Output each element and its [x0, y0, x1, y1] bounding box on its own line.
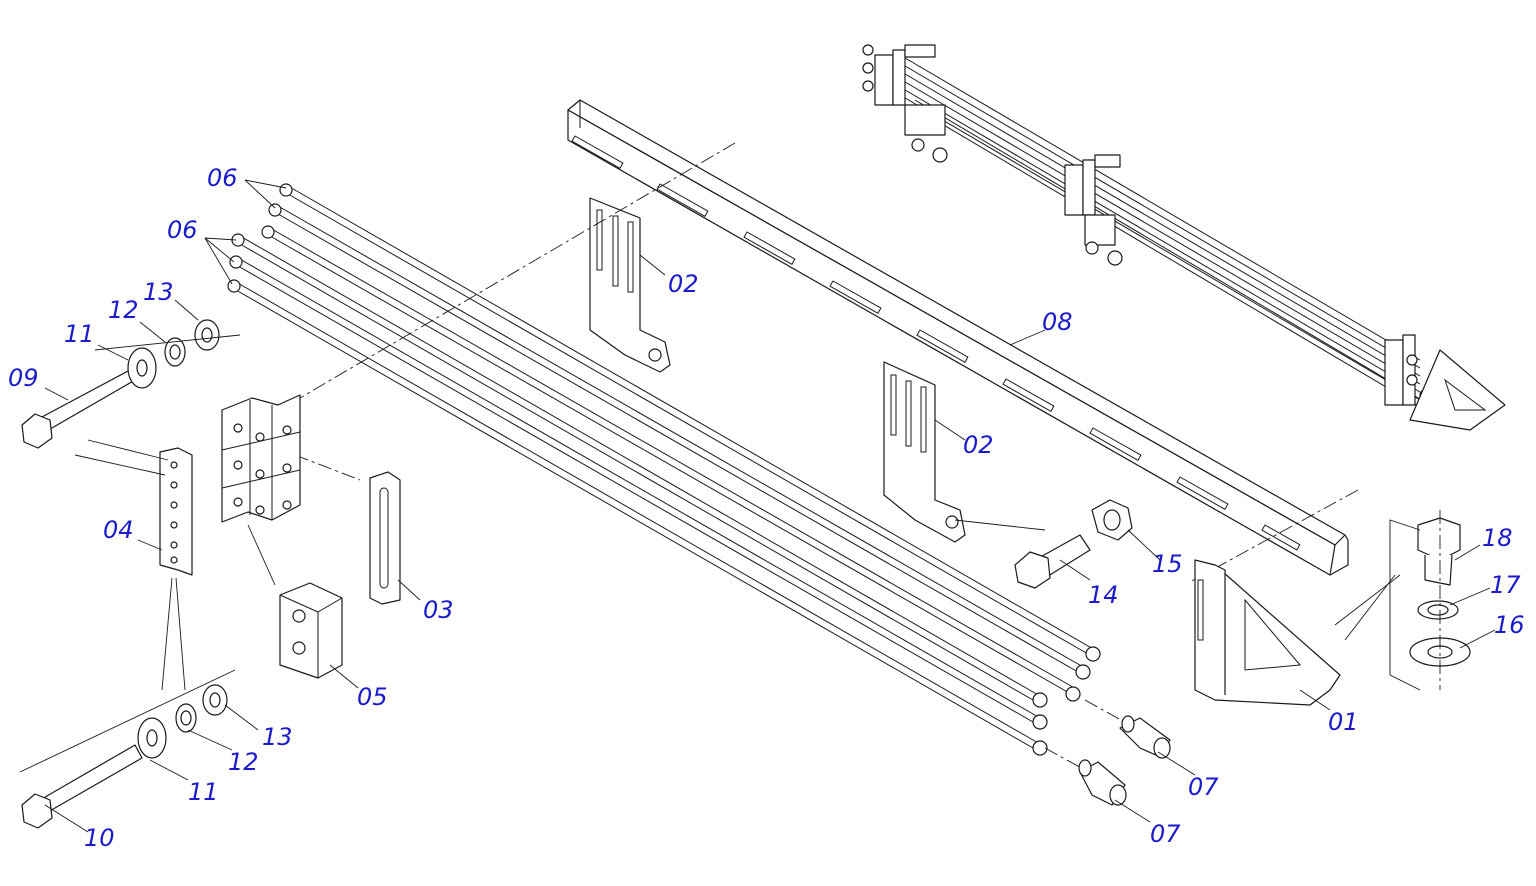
nut-13-lower	[202, 684, 228, 716]
callout-07-lower: 07	[1150, 820, 1181, 848]
callout-02-upper: 02	[668, 270, 699, 298]
pipe-set-06	[227, 183, 1101, 756]
tee-fitting-07-upper	[1119, 715, 1171, 759]
bolt-14	[1014, 534, 1091, 589]
leader-lines	[19, 179, 1496, 833]
callout-09: 09	[8, 364, 39, 392]
assembled-clamp-block-left	[862, 44, 948, 163]
callout-12-lower: 12	[228, 748, 259, 776]
callout-15: 15	[1152, 550, 1183, 578]
washer-11-lower	[137, 717, 167, 759]
pipe-end-fittings-right	[1032, 646, 1101, 756]
callout-18: 18	[1482, 524, 1513, 552]
bolt-18	[1417, 517, 1461, 586]
callout-07-upper: 07	[1188, 773, 1219, 801]
callout-13-upper: 13	[143, 278, 174, 306]
flat-bar-04	[159, 447, 193, 576]
callout-11-upper: 11	[64, 320, 95, 348]
assembled-clamp-block-middle	[1064, 154, 1123, 266]
clamp-block-05	[279, 582, 343, 679]
pipe-end-fittings-left	[227, 183, 293, 293]
callout-13-lower: 13	[262, 723, 293, 751]
assembled-end-bracket	[1384, 334, 1506, 431]
callout-02-lower: 02	[963, 431, 994, 459]
tee-fitting-07-lower	[1078, 759, 1127, 806]
corner-bracket-01	[1194, 559, 1341, 706]
callout-06-lower: 06	[167, 216, 198, 244]
slotted-strip-03	[369, 471, 401, 605]
callout-04: 04	[103, 516, 134, 544]
callout-06-upper: 06	[207, 164, 238, 192]
assembled-view	[862, 44, 1506, 431]
nut-15	[1091, 499, 1133, 541]
channel-rail-08	[567, 99, 1349, 576]
washer-11-upper	[127, 347, 157, 389]
lock-washer-17	[1417, 600, 1459, 620]
callout-14: 14	[1088, 581, 1119, 609]
callout-labels: 01 02 02 03 04 05 06 06 07 07 08 09 10 1…	[8, 164, 1525, 852]
callout-12-upper: 12	[108, 296, 139, 324]
mounting-bracket-02-lower	[883, 361, 966, 543]
washer-16	[1409, 637, 1471, 667]
callout-16: 16	[1494, 611, 1525, 639]
clamp-block-stack	[221, 394, 301, 523]
bolt-09	[21, 369, 136, 449]
callout-01: 01	[1328, 708, 1359, 736]
mounting-bracket-02-upper	[589, 197, 671, 373]
callout-03: 03	[423, 596, 454, 624]
callout-05: 05	[357, 683, 388, 711]
callout-17: 17	[1490, 571, 1521, 599]
callout-10: 10	[84, 824, 115, 852]
bolt-10	[21, 744, 143, 829]
nut-13-upper	[194, 319, 220, 351]
callout-08: 08	[1042, 308, 1073, 336]
callout-11-lower: 11	[188, 778, 219, 806]
lock-washer-12-upper	[164, 337, 186, 367]
lock-washer-12-lower	[175, 703, 197, 733]
